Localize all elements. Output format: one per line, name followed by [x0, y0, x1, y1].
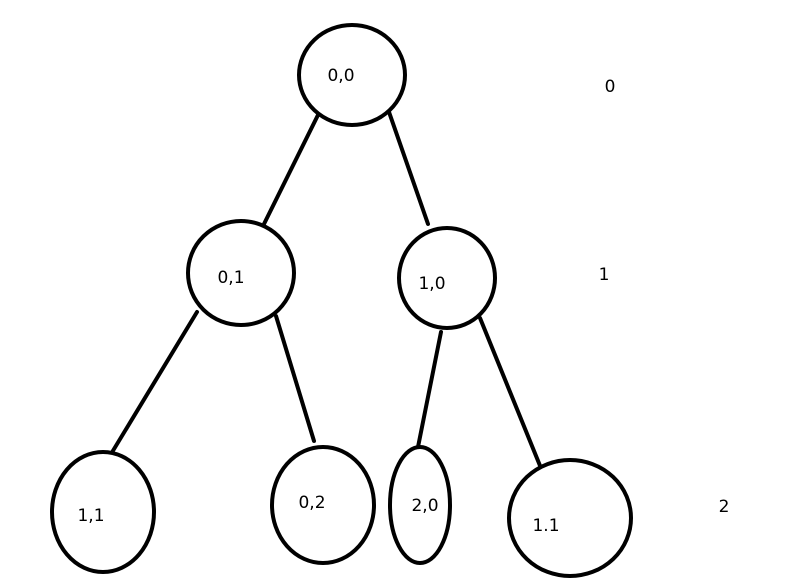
tree-node-0-1: 0,1: [186, 219, 296, 327]
level-label-1: 1: [599, 265, 610, 285]
node-1-1-circle: [50, 450, 156, 574]
level-labels: 0 1 2: [599, 77, 730, 517]
tree-edges: [109, 110, 547, 480]
edge-0-1-to-0-2: [274, 314, 316, 443]
node-1-1b-label: 1.1: [532, 516, 559, 536]
edge-0-1-to-1-1: [109, 310, 199, 456]
node-1-0-circle: [397, 226, 497, 330]
node-0-1-circle: [186, 219, 296, 327]
tree-node-0-0: 0,0: [297, 23, 407, 127]
node-0-2-label: 0,2: [298, 493, 325, 513]
tree-node-1-1: 1,1: [50, 450, 156, 574]
edge-1-0-to-1-1b: [478, 316, 547, 480]
node-1-0-label: 1,0: [418, 274, 445, 294]
level-label-0: 0: [605, 77, 616, 97]
node-2-0-label: 2,0: [411, 496, 438, 516]
node-1-1-label: 1,1: [77, 506, 104, 526]
node-0-0-circle: [297, 23, 407, 127]
tree-node-1-0: 1,0: [397, 226, 497, 330]
edge-0-0-to-1-0: [387, 110, 430, 226]
node-2-0-circle: [388, 445, 452, 565]
tree-node-2-0: 2,0: [388, 445, 452, 565]
level-label-2: 2: [719, 497, 730, 517]
node-0-0-label: 0,0: [327, 66, 354, 86]
tree-node-0-2: 0,2: [270, 445, 376, 565]
node-0-2-circle: [270, 445, 376, 565]
tree-node-1-1b: 1.1: [507, 458, 633, 578]
node-0-1-label: 0,1: [217, 268, 244, 288]
edge-0-0-to-0-1: [262, 113, 320, 226]
node-1-1b-circle: [507, 458, 633, 578]
edge-1-0-to-2-0: [413, 330, 443, 464]
